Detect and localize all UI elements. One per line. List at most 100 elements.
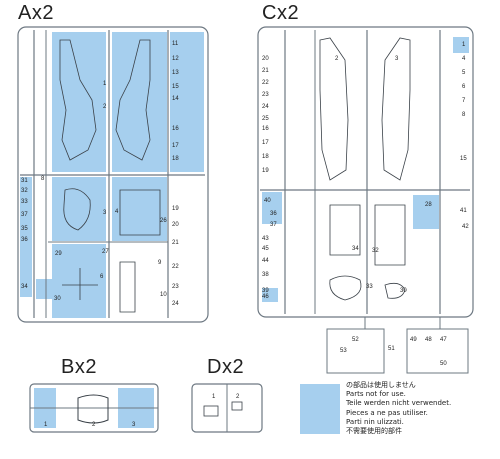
sprue-a-label-36: 36: [21, 237, 28, 243]
sprue-c-label-21: 21: [262, 68, 269, 74]
sprue-c-unused-part-46: [262, 288, 278, 302]
sprue-a-title: Ax2: [18, 2, 54, 24]
sprue-c-label-25: 25: [262, 116, 269, 122]
sprue-a-label-15: 15: [172, 84, 179, 90]
sprue-c-label-17: 17: [262, 140, 269, 146]
sprue-a-part-4-outline: [119, 189, 161, 236]
sprue-a-label-34: 34: [21, 284, 28, 290]
sprue-a-label-6: 6: [100, 274, 104, 280]
legend-line-ja: の部品は使用しません: [346, 381, 416, 389]
sprue-c-part-3-outline: [381, 37, 411, 181]
sprue-a-label-35: 35: [21, 226, 28, 232]
sprue-c-label-40: 40: [264, 198, 271, 204]
sprue-c-label-19: 19: [262, 168, 269, 174]
sprue-a-part-3-outline: [63, 188, 91, 231]
sprue-a-label-21: 21: [172, 240, 179, 246]
sprue-c-label-8: 8: [462, 112, 466, 118]
sprue-c-label-48: 48: [425, 337, 432, 343]
sprue-d-label-1: 1: [212, 394, 216, 400]
sprue-c-label-16: 16: [262, 126, 269, 132]
sprue-d-part-1-outline: [203, 405, 219, 417]
sprue-a-label-27: 27: [102, 249, 109, 255]
sprue-a-label-24: 24: [172, 301, 179, 307]
sprue-a-label-20: 20: [172, 222, 179, 228]
sprue-d-part-2-outline: [231, 401, 243, 411]
sprue-b-part-2-outline: [77, 394, 109, 424]
sprue-c-unused-part-28: [413, 195, 439, 229]
sprue-c-label-30: 30: [400, 288, 407, 294]
sprue-a-label-16: 16: [172, 126, 179, 132]
sprue-c-label-7: 7: [462, 98, 466, 104]
sprue-c-subframe-right: [406, 328, 469, 374]
sprue-c-label-41: 41: [460, 208, 467, 214]
legend-line-en: Parts not for use.: [346, 390, 406, 399]
sprue-a-unused-part-5: [52, 244, 106, 318]
sprue-c-label-34: 34: [352, 246, 359, 252]
sprue-a-label-13: 13: [172, 70, 179, 76]
sprue-c-part-30-outline: [384, 282, 406, 299]
sprue-c-unused-part-40: [262, 192, 282, 224]
sprue-c-label-44: 44: [262, 258, 269, 264]
sprue-c-label-45: 45: [262, 246, 269, 252]
sprue-c-label-36: 36: [270, 211, 277, 217]
sprue-c-unused-part-1: [453, 37, 469, 53]
sprue-a-unused-part-2: [112, 32, 167, 172]
sprue-c-label-50: 50: [440, 361, 447, 367]
sprue-c-label-6: 6: [462, 84, 466, 90]
sprue-a-unused-part-31-38: [20, 177, 32, 297]
sprue-a-label-10: 10: [160, 292, 167, 298]
sprue-c-label-42: 42: [462, 224, 469, 230]
sprue-c-label-18: 18: [262, 154, 269, 160]
legend-line-de: Teile werden nicht verwendet.: [346, 399, 452, 408]
sprue-c-part-33-outline: [329, 275, 362, 301]
sprue-c-label-3: 3: [395, 56, 399, 62]
sprue-c-label-24: 24: [262, 104, 269, 110]
sprue-a-label-1: 1: [103, 81, 107, 87]
sprue-c-label-1: 1: [462, 42, 466, 48]
sprue-a-part-2-outline: [115, 39, 151, 161]
legend-line-it: Parti nin ulizzati.: [346, 417, 404, 426]
sprue-a-frame: [17, 26, 209, 323]
sprue-c-label-22: 22: [262, 80, 269, 86]
sprue-a-part-6-outline: [62, 268, 98, 300]
sprue-a-label-32: 32: [21, 188, 28, 194]
sprue-a-part-1-outline: [59, 39, 97, 161]
sprue-b-title: Bx2: [61, 356, 97, 378]
legend-text: の部品は使用しません Parts not for use. Teile werd…: [346, 381, 496, 436]
sprue-c-subframe-left: [326, 328, 385, 374]
sprue-a-label-9: 9: [158, 260, 162, 266]
sprue-a-label-17: 17: [172, 143, 179, 149]
sprue-b-label-1: 1: [44, 422, 48, 428]
sprue-c-label-43: 43: [262, 236, 269, 242]
sprue-c-label-20: 20: [262, 56, 269, 62]
sprue-a-label-14: 14: [172, 96, 179, 102]
sprue-a-label-23: 23: [172, 284, 179, 290]
sprue-a-label-2: 2: [103, 104, 107, 110]
sprue-c-label-52: 52: [352, 337, 359, 343]
sprue-c-label-33: 33: [366, 284, 373, 290]
legend-line-zh: 不需要使用的部件: [346, 427, 402, 436]
sprue-a-label-31: 31: [21, 178, 28, 184]
sprue-c-label-15: 15: [460, 156, 467, 162]
sprue-a-part-9-outline: [119, 261, 136, 313]
sprue-c-title: Cx2: [262, 2, 300, 24]
sprue-a-unused-part-11-18: [170, 32, 204, 172]
sprue-a-label-11: 11: [172, 41, 179, 47]
sprue-c-label-47: 47: [440, 337, 447, 343]
sprue-d-title: Dx2: [207, 356, 245, 378]
sprue-a-label-22: 22: [172, 264, 179, 270]
sprue-c-frame: [257, 26, 474, 318]
sprue-b-label-3: 3: [132, 422, 136, 428]
sprue-c-label-38: 38: [262, 272, 269, 278]
sprue-c-label-49: 49: [410, 337, 417, 343]
sprue-c-part-34-outline: [329, 204, 361, 256]
sprue-a-label-8: 8: [41, 176, 45, 182]
sprue-a-label-33: 33: [21, 199, 28, 205]
sprue-b-label-2: 2: [92, 422, 96, 428]
sprue-c-label-28: 28: [425, 202, 432, 208]
sprue-c-label-46: 46: [262, 294, 269, 300]
sprue-c-label-37: 37: [270, 222, 277, 228]
sprue-a-label-4: 4: [115, 209, 119, 215]
